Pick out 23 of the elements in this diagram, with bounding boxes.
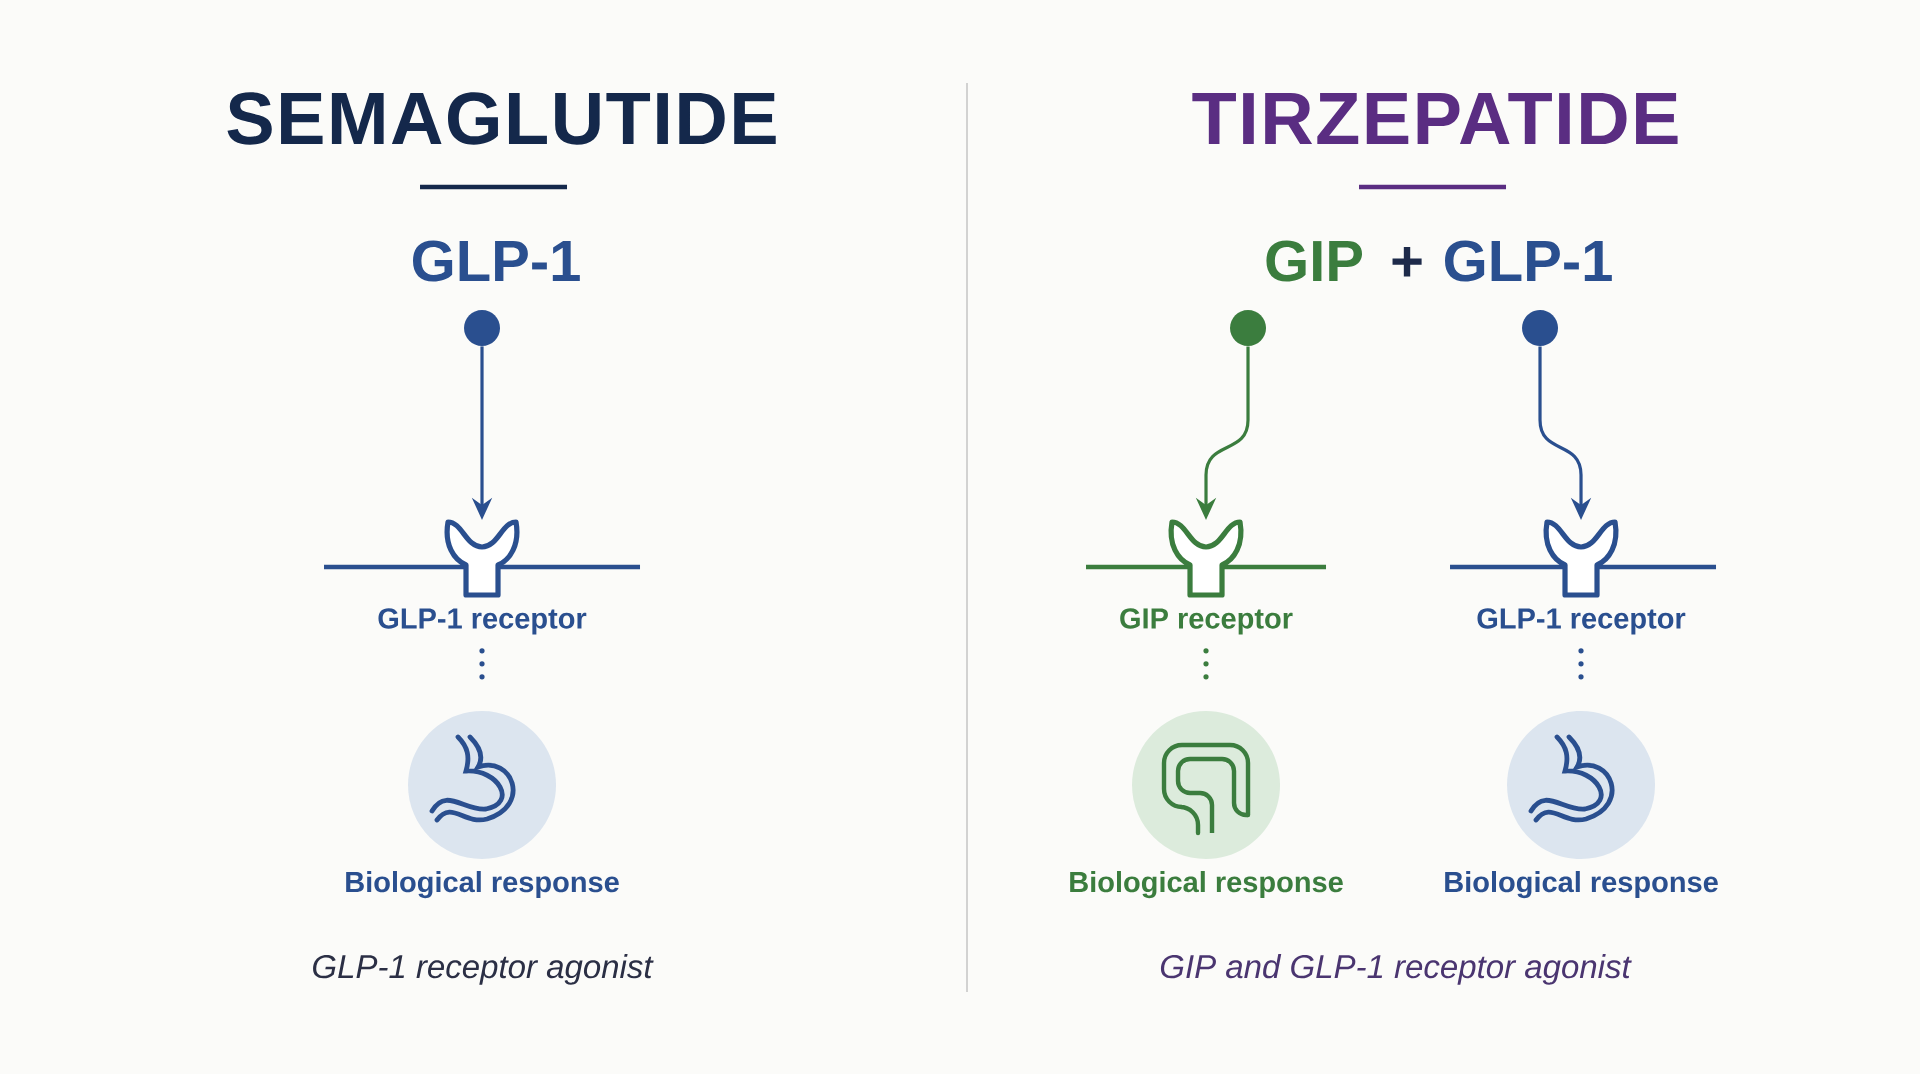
receptor: GLP-1 receptor <box>324 519 640 635</box>
ligand-label: GLP-1 <box>1445 240 1612 282</box>
ligand-dot <box>1522 310 1558 346</box>
node-label: Biological response <box>1070 870 1343 899</box>
ligand-label: GLP-1 <box>413 240 580 282</box>
node-label: GLP-1 receptor <box>1477 608 1686 635</box>
plus-sign: + <box>1392 247 1422 277</box>
dotted-line <box>1578 648 1584 682</box>
receptor: GLP-1 receptor <box>1450 519 1716 635</box>
dotted-line <box>479 648 485 682</box>
caption: GLP-1 receptor agonist <box>313 954 654 985</box>
caption: GIP and GLP-1 receptor agonist <box>1160 954 1632 985</box>
title: SEMAGLUTIDE <box>227 92 776 145</box>
ligand-dot <box>1230 310 1266 346</box>
ligand-label: GIP <box>1266 240 1362 282</box>
node-label: GIP receptor <box>1120 608 1293 635</box>
node-label: Biological response <box>1445 870 1718 899</box>
dotted-line <box>1203 648 1209 682</box>
ligand-dot <box>464 310 500 346</box>
node-label: GLP-1 receptor <box>378 608 587 635</box>
receptor: GIP receptor <box>1086 519 1326 635</box>
title: TIRZEPATIDE <box>1192 93 1678 144</box>
node-label: Biological response <box>346 870 619 899</box>
